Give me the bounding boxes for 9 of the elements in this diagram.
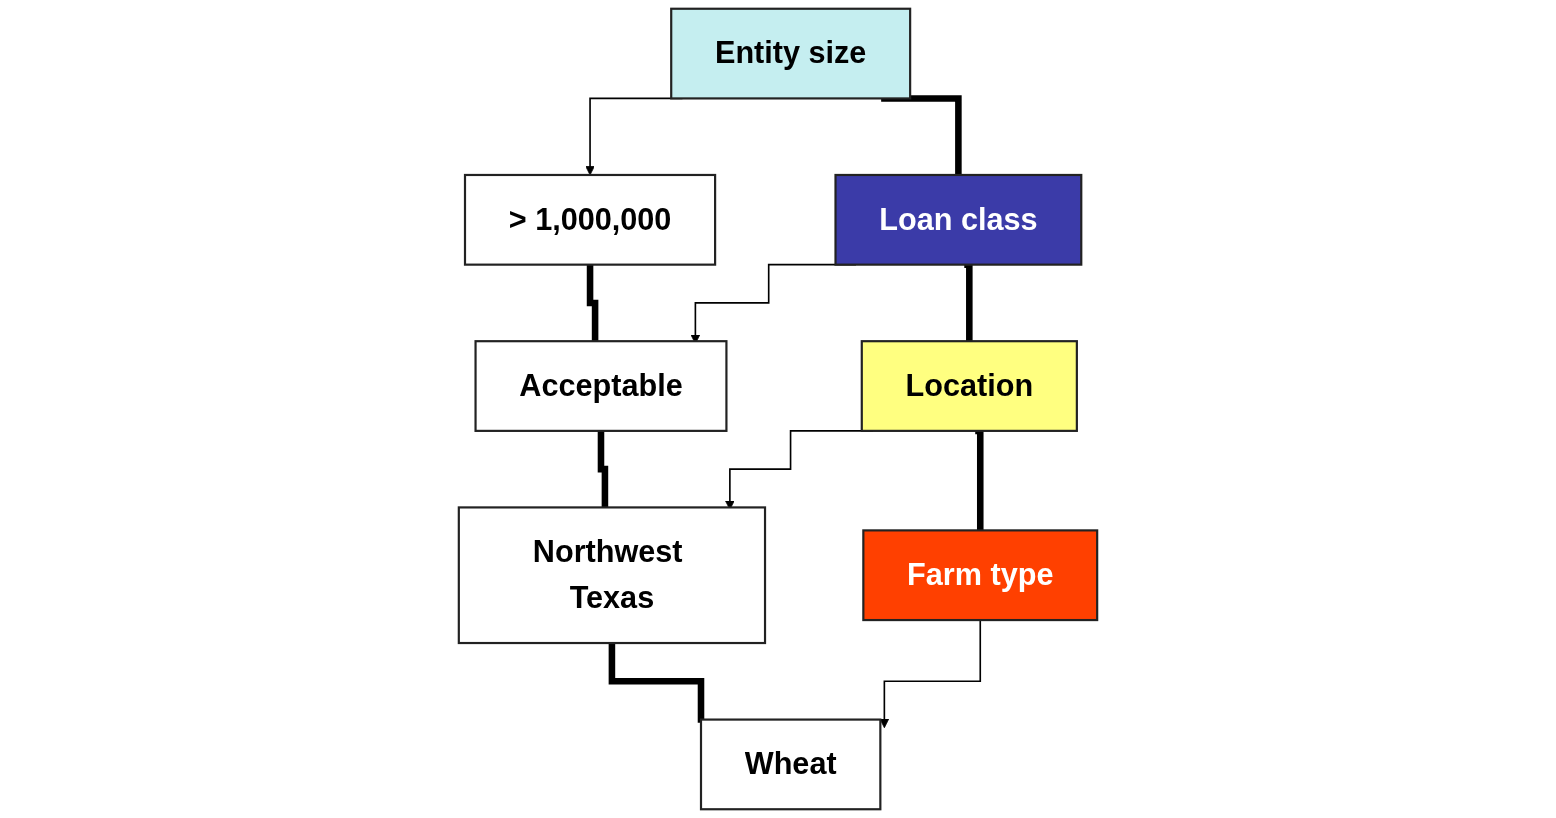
node-box: Farm type (862, 529, 1099, 622)
node-box: Wheat (699, 718, 882, 811)
connector (881, 95, 962, 175)
node-box: Northwest Texas (457, 506, 767, 645)
node-box: Entity size (670, 7, 912, 100)
node-box: Location (860, 340, 1078, 432)
node-box: > 1,000,000 (463, 173, 717, 266)
node-box: Loan class (834, 173, 1083, 266)
node-box: Acceptable (474, 340, 728, 432)
